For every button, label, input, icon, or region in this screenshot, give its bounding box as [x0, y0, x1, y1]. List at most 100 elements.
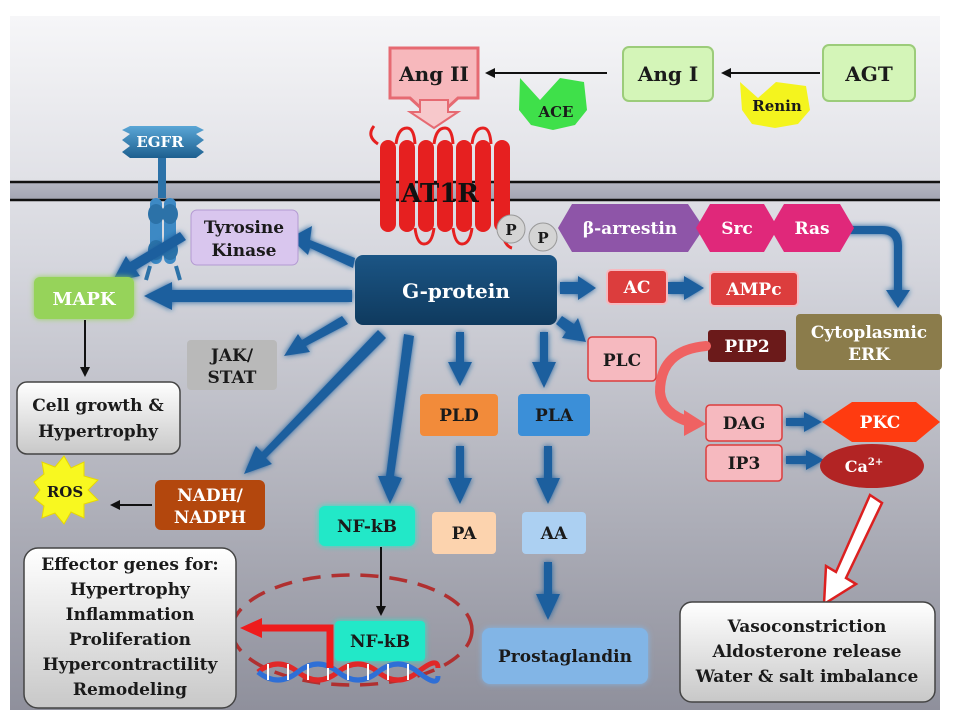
phospho-label: P	[537, 229, 548, 247]
arrow-pla-to-aa	[536, 446, 560, 504]
arrow-gp-to-mapk	[144, 282, 352, 310]
jak-label-1: JAK/	[209, 346, 254, 366]
arrow-calcium-to-outcome	[822, 493, 884, 607]
blue-signal-arrows	[112, 226, 910, 620]
ampc-node: AMPc	[709, 271, 799, 307]
tyrosine-label-2: Kinase	[212, 241, 277, 261]
outcome-box: Vasoconstriction Aldosterone release Wat…	[679, 601, 936, 703]
calcium-node: Ca2+	[820, 444, 924, 488]
arrow-gp-to-tyrosine	[290, 226, 355, 268]
phospho-p2: P	[528, 222, 558, 252]
agt-node: AGT	[822, 44, 916, 102]
pa-node: PA	[432, 512, 496, 554]
effector-item: Remodeling	[73, 680, 187, 700]
ang2-label: Ang II	[398, 62, 469, 86]
phospho-label: P	[505, 221, 516, 239]
calcium-label: Ca2+	[845, 457, 883, 476]
gprotein-label: G-protein	[402, 279, 510, 303]
src-node: Src	[696, 204, 778, 252]
cell-growth-label-2: Hypertrophy	[38, 422, 159, 442]
tyrosine-label-1: Tyrosine	[204, 218, 284, 238]
pip2-label: PIP2	[724, 337, 769, 357]
effector-item: Hypertrophy	[70, 580, 191, 600]
mapk-label: MAPK	[52, 289, 116, 310]
ace-enzyme: ACE	[519, 78, 587, 130]
arrow-gp-to-pla	[532, 332, 556, 388]
prostaglandin-label: Prostaglandin	[498, 647, 632, 667]
src-label: Src	[721, 219, 753, 239]
egfr-label: EGFR	[136, 133, 184, 151]
arrow-ip3-to-ca	[786, 450, 824, 470]
erk-label-1: Cytoplasmic	[811, 323, 927, 343]
pla-node: PLA	[518, 394, 590, 436]
renin-enzyme: Renin	[740, 82, 810, 128]
arrow-ras-to-erk	[844, 226, 910, 308]
nucleus-dashed-outline	[230, 573, 474, 687]
arrow-ac-to-ampc	[668, 276, 704, 300]
nadh-label-1: NADH/	[177, 486, 244, 506]
ip3-label: IP3	[728, 454, 761, 474]
dna-helix	[256, 660, 441, 684]
arrow-gp-to-pld	[448, 332, 472, 386]
ace-label: ACE	[537, 103, 573, 121]
arrow-gp-to-jak	[284, 316, 348, 356]
ros-label: ROS	[47, 483, 83, 501]
agt-label: AGT	[844, 62, 893, 86]
red-promoter-arrow	[240, 618, 334, 668]
nfkb-node: NF-kB	[319, 506, 415, 546]
dag-label: DAG	[723, 414, 765, 434]
renin-label: Renin	[752, 97, 802, 115]
arrow-pip2-head	[684, 410, 706, 436]
pkc-node: PKC	[822, 402, 940, 442]
arrow-dag-to-pkc	[786, 412, 822, 432]
arrow-aa-to-prostaglandin	[536, 562, 560, 620]
pip2-node: PIP2	[708, 330, 786, 362]
arrow-gp-to-nadh	[244, 330, 386, 474]
dag-node: DAG	[705, 404, 783, 442]
pld-label: PLD	[439, 406, 479, 426]
phospho-p1: P	[496, 214, 526, 244]
cytoplasmic-erk-node: Cytoplasmic ERK	[796, 314, 942, 370]
tyrosine-kinase-node: Tyrosine Kinase	[190, 209, 299, 266]
mapk-node: MAPK	[34, 277, 134, 319]
pla-label: PLA	[535, 406, 574, 426]
nadh-label-2: NADPH	[174, 508, 246, 528]
effector-item: Hypercontractility	[43, 655, 219, 675]
arrow-gp-to-nfkb	[378, 334, 414, 504]
ras-node: Ras	[770, 204, 854, 252]
arrow-ang2-binding	[406, 99, 462, 130]
effector-title: Effector genes for:	[41, 555, 218, 575]
arrestin-node: β-arrestin	[558, 204, 704, 252]
ros-star: ROS	[33, 455, 99, 525]
ang2-node: Ang II	[388, 46, 480, 123]
nfkb-label: NF-kB	[337, 517, 397, 537]
prostaglandin-node: Prostaglandin	[482, 628, 648, 684]
ip3-node: IP3	[705, 444, 783, 482]
plc-label: PLC	[603, 351, 641, 371]
ac-label: AC	[623, 278, 651, 298]
effector-genes-box: Effector genes for: Hypertrophy Inflamma…	[23, 547, 237, 709]
effector-item: Inflammation	[66, 605, 195, 625]
cell-growth-label-1: Cell growth &	[32, 396, 164, 416]
erk-label-2: ERK	[848, 345, 891, 365]
arrow-gp-to-plc	[556, 316, 586, 342]
outcome-item: Aldosterone release	[712, 642, 902, 662]
aa-label: AA	[540, 524, 568, 544]
ac-node: AC	[606, 269, 668, 305]
nadh-nadph-node: NADH/ NADPH	[155, 480, 265, 530]
jak-label-2: STAT	[208, 368, 257, 388]
arrow-pip2-to-dag	[654, 341, 711, 427]
arrow-gp-to-ac	[560, 276, 596, 300]
outcome-item: Vasoconstriction	[727, 617, 887, 637]
cell-growth-node: Cell growth & Hypertrophy	[16, 381, 181, 455]
nfkb-nuclear-node: NF-kB	[335, 621, 425, 661]
nfkb-nuclear-label: NF-kB	[350, 632, 410, 652]
plc-node: PLC	[587, 336, 657, 382]
ang1-node: Ang I	[622, 46, 714, 102]
effector-item: Proliferation	[69, 630, 191, 650]
arrow-tyrosine-to-mapk	[112, 232, 186, 282]
jak-stat-node: JAK/ STAT	[187, 340, 277, 390]
arrow-pld-to-pa	[448, 446, 472, 504]
arrestin-label: β-arrestin	[583, 219, 677, 239]
